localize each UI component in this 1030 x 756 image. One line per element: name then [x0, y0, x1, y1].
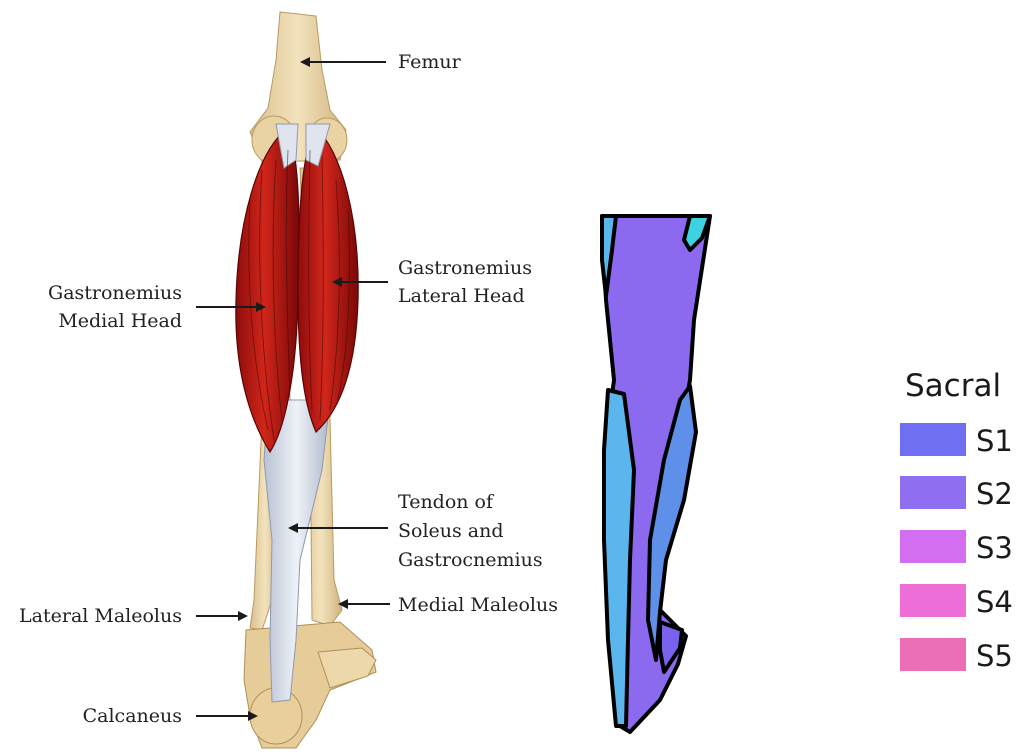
legend-swatch-s4 — [900, 584, 966, 617]
legend-swatch-s3 — [900, 530, 966, 563]
legend-label-s3: S3 — [976, 531, 1013, 565]
legend-title: Sacral — [905, 368, 1001, 404]
legend-label-s2: S2 — [976, 477, 1013, 511]
legend-label-s5: S5 — [976, 639, 1013, 673]
legend-swatch-s1 — [900, 423, 966, 456]
label-tendon-line1: Tendon of — [398, 491, 495, 513]
label-tendon-line2: Soleus and — [398, 520, 504, 542]
legend-swatch-s5 — [900, 638, 966, 671]
label-lateral-maleolus: Lateral Maleolus — [19, 605, 182, 627]
label-tendon-line3: Gastrocnemius — [398, 549, 543, 571]
lateral-maleolus-arrowhead — [238, 611, 248, 621]
label-gastro-medial-line2: Medial Head — [58, 310, 182, 332]
label-medial-maleolus: Medial Maleolus — [398, 594, 558, 616]
label-gastro-lateral-line1: Gastronemius — [398, 257, 532, 279]
legend-label-s1: S1 — [976, 424, 1013, 458]
label-femur: Femur — [398, 51, 462, 73]
dermatome-map — [602, 216, 710, 732]
legend: Sacral S1 S2 S3 S4 S5 — [900, 368, 1013, 673]
legend-swatch-s2 — [900, 476, 966, 509]
label-gastro-medial-line1: Gastronemius — [48, 282, 182, 304]
leg-illustration — [236, 12, 376, 748]
label-gastro-lateral-line2: Lateral Head — [398, 285, 525, 307]
label-calcaneus: Calcaneus — [83, 705, 182, 727]
legend-label-s4: S4 — [976, 585, 1013, 619]
